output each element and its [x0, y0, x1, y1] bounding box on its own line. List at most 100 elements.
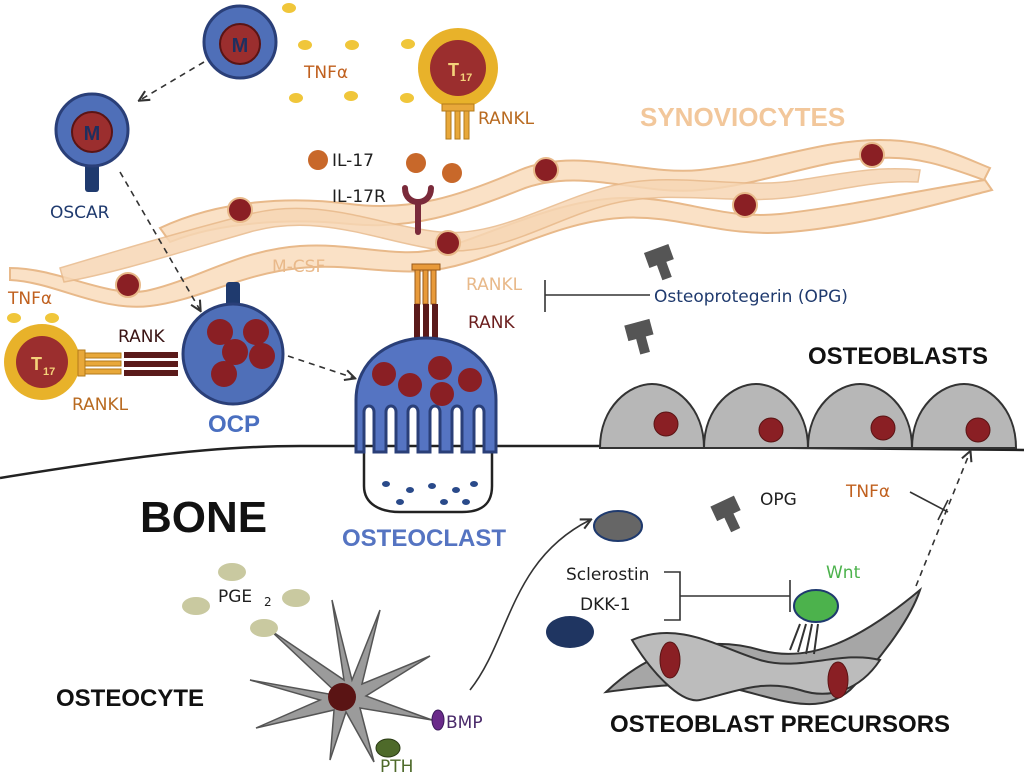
tnf-label-top: TNFα	[303, 63, 348, 83]
pge2-dot	[250, 619, 278, 637]
rankl-label-left: RANKL	[72, 395, 129, 415]
tnf-dots-left	[7, 313, 59, 323]
osteoclast-resorption-pit	[362, 448, 494, 514]
tnf-dot	[401, 39, 415, 49]
osteoclast-cell	[354, 336, 498, 514]
rankl-stalk	[441, 103, 475, 140]
macrophage-to-macrophage-arrow	[140, 61, 205, 100]
dkk1-label: DKK-1	[580, 595, 631, 615]
pge2-label: PGE	[218, 587, 252, 607]
ocp-nucleus	[243, 319, 269, 345]
tnf-label-left: TNFα	[7, 289, 52, 309]
osteoblast-precursors-label: OSTEOBLAST PRECURSORS	[610, 711, 950, 738]
t17-letter: T	[31, 354, 42, 374]
rankl-strands	[411, 263, 441, 305]
il17-dot	[308, 150, 328, 170]
tnf-label-lower: TNFα	[845, 482, 890, 502]
tnf-dots-top	[282, 3, 415, 103]
t17-nucleus	[16, 336, 68, 388]
t17-subscript: 17	[43, 366, 55, 378]
dkk1-blob	[546, 616, 594, 648]
synoviocyte-nucleus	[115, 272, 141, 298]
ocp-to-osteoclast-arrow	[287, 355, 354, 378]
synoviocyte-nuclei	[115, 142, 885, 298]
tnf-dot	[345, 40, 359, 50]
il17r-label: IL-17R	[332, 187, 386, 207]
macrophage-letter: M	[84, 123, 101, 145]
ocp-receptor	[226, 282, 240, 306]
osteoblast-precursor-nucleus	[659, 641, 681, 679]
rankl-label-top: RANKL	[478, 109, 535, 129]
wnt-ligand-icon	[793, 589, 839, 623]
tnf-dot	[45, 313, 59, 323]
osteoblast-nuclei	[653, 411, 991, 443]
ocp-nucleus	[222, 339, 248, 365]
osteocyte-processes	[249, 599, 433, 763]
osteoblast-nucleus	[758, 417, 784, 443]
osteoprotegerin-label: Osteoprotegerin (OPG)	[654, 287, 848, 307]
il17-label: IL-17	[332, 151, 374, 171]
opg-dimer-icon	[710, 495, 741, 533]
opg-inhibition-line	[544, 280, 650, 312]
osteoclast-nucleus	[372, 362, 396, 386]
rank-strands-left	[124, 352, 178, 376]
pge2-dots	[182, 563, 310, 637]
pathway-arrows	[119, 61, 970, 691]
osteoclast-body	[354, 336, 498, 454]
t17-letter: T	[448, 60, 459, 80]
sclerostin-blob	[593, 510, 643, 542]
t17-subscript: 17	[460, 72, 472, 84]
tnf-dot	[298, 40, 312, 50]
bmp-label: BMP	[446, 713, 483, 733]
osteocyte-nucleus	[328, 683, 356, 711]
osteoblast-nucleus	[653, 411, 679, 437]
synoviocytes-label: SYNOVIOCYTES	[640, 102, 845, 132]
bone-label: BONE	[140, 493, 267, 542]
wnt-label: Wnt	[826, 563, 861, 583]
rank-strands	[414, 304, 438, 352]
osteoblast-precursor	[630, 632, 882, 702]
macrophage-nucleus	[219, 23, 261, 65]
pge2-dot	[182, 597, 210, 615]
synoviocyte-nucleus	[859, 142, 885, 168]
osteoblast-cell	[806, 382, 914, 449]
tnf-dot	[400, 93, 414, 103]
pth-blob	[375, 738, 401, 758]
sclerostin-label: Sclerostin	[566, 565, 649, 585]
macrophage-letter: M	[232, 35, 249, 57]
osteoblasts-label: OSTEOBLASTS	[808, 343, 988, 370]
rank-label-center: RANK	[468, 313, 515, 333]
tnf-dot	[344, 91, 358, 101]
macrophage-nucleus	[71, 111, 113, 153]
synoviocyte-band-middle	[59, 168, 921, 283]
t17-cell-left: T 17 RANKL	[4, 324, 129, 415]
pge2-subscript: 2	[264, 595, 272, 609]
tnf-inhibition-line	[909, 491, 949, 521]
osteoblast-cell	[702, 382, 810, 449]
osteoclast-label: OSTEOCLAST	[342, 525, 506, 552]
osteocyte-label: OSTEOCYTE	[56, 685, 204, 712]
rankl-label-center: RANKL	[466, 275, 523, 295]
synoviocyte-band-upper	[158, 138, 992, 244]
resorption-particles	[382, 481, 478, 505]
oscar-label: OSCAR	[50, 203, 110, 223]
mcsf-label: M-CSF	[272, 257, 325, 277]
osteoclast-nucleus	[430, 382, 454, 406]
tnf-dot	[289, 93, 303, 103]
synoviocyte-nucleus	[227, 197, 253, 223]
osteoclast-nucleus	[458, 368, 482, 392]
tnf-dot	[282, 3, 296, 13]
osteoblast-nucleus	[870, 415, 896, 441]
precursor-to-osteoblast-arrow	[915, 452, 970, 587]
t17-cell-top: T 17 RANKL	[418, 28, 535, 140]
synoviocyte-layer: SYNOVIOCYTES M-CSF	[9, 102, 994, 308]
bone-surface-line	[0, 444, 1024, 480]
osteoclast-nucleus	[398, 373, 422, 397]
macrophage-left: M OSCAR	[50, 92, 130, 223]
rankl-rank-complex-icon	[411, 263, 441, 352]
pge2-dot	[218, 563, 246, 581]
macrophage-top: M	[202, 4, 278, 80]
osteoblast-precursor-nucleus	[827, 661, 849, 699]
